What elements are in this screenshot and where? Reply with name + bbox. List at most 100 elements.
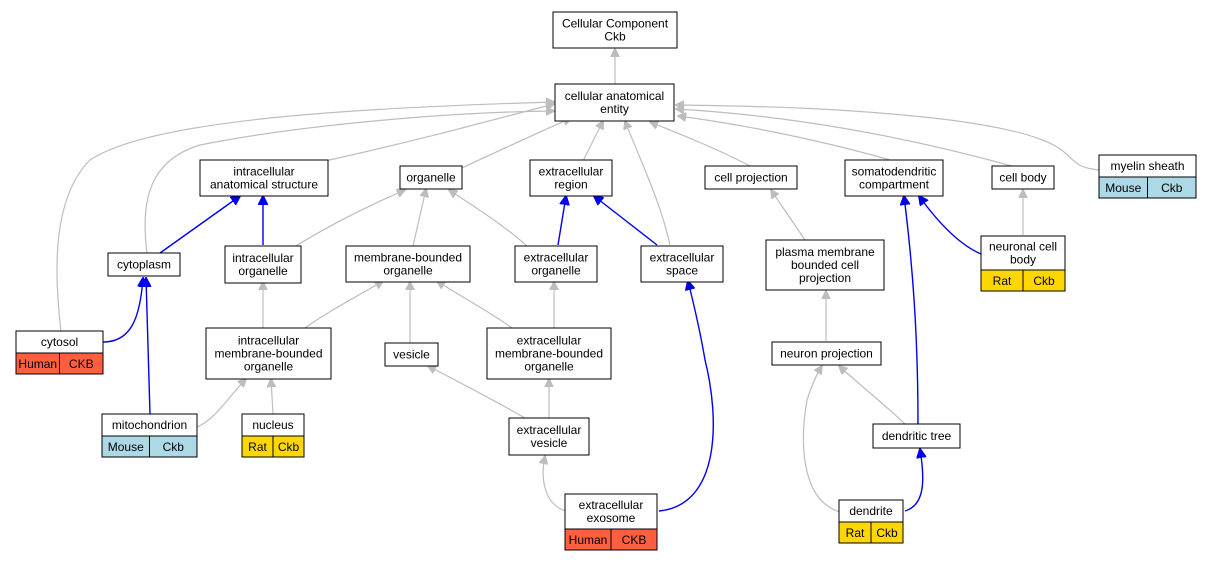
node-label-line: Cellular Component — [562, 17, 669, 31]
edge-dendrite-to-neuron-projection — [802, 366, 841, 513]
edge-organelle-to-entity — [461, 118, 571, 169]
edge-ext-mbo-to-membrane-bounded — [437, 281, 513, 329]
node-label-line: Ckb — [604, 30, 626, 44]
node-label-line: plasma membrane — [775, 245, 875, 259]
node-box — [199, 159, 329, 197]
edge-extracellular-region-to-entity — [582, 121, 603, 162]
edge-intracellular-mbo-to-membrane-bounded — [304, 281, 383, 329]
node-label-line: somatodendritic — [852, 165, 937, 179]
edge-neuronal-cell-body-part-of-somatodendritic — [919, 196, 982, 255]
node-label-line: organelle — [406, 171, 456, 185]
node-box — [399, 165, 463, 190]
edge-cytoplasm-to-entity — [144, 111, 554, 254]
node-box — [704, 165, 798, 190]
node-label-line: space — [666, 264, 698, 278]
edge-extracellular-organelle-to-organelle — [449, 190, 529, 248]
node-label-line: membrane-bounded — [495, 347, 603, 361]
edge-mitochondrion-part-of-cytoplasm — [146, 278, 150, 415]
node-label-line: dendritic tree — [882, 429, 952, 443]
node-label-line: neuronal cell — [989, 240, 1057, 254]
species-cell-label: Ckb — [278, 440, 300, 454]
node-neuron-projection[interactable]: neuron projection — [771, 341, 882, 366]
edge-extracellular-space-to-entity — [625, 121, 671, 246]
node-label-line: dendrite — [849, 504, 893, 518]
node-label-line: organelle — [238, 264, 288, 278]
species-cell — [1147, 176, 1197, 199]
node-label-line: extracellular — [524, 251, 589, 265]
node-cell-body[interactable]: cell body — [991, 165, 1055, 190]
node-label-line: organelle — [531, 264, 581, 278]
node-label-line: membrane-bounded — [354, 251, 462, 265]
node-box — [552, 11, 678, 49]
edge-dendritic-tree-to-neuron-projection — [839, 366, 906, 425]
species-cell-label: Mouse — [108, 440, 144, 454]
species-cell-label: CKB — [622, 533, 647, 547]
node-label-line: compartment — [859, 178, 930, 192]
node-label-line: extracellular — [539, 165, 604, 179]
node-box — [514, 245, 598, 283]
edge-cytoplasm-part-of-intracellular-structure — [159, 196, 240, 254]
node-cytoplasm[interactable]: cytoplasm — [107, 252, 181, 277]
node-label-line: intracellular — [233, 165, 294, 179]
edge-myelin-sheath-to-entity — [676, 105, 1100, 171]
node-cell-projection[interactable]: cell projection — [704, 165, 798, 190]
node-dendritic-tree[interactable]: dendritic tree — [872, 423, 961, 449]
edge-exosome-part-of-extracellular-space — [658, 281, 714, 512]
edge-intracellular-organelle-to-organelle — [293, 190, 405, 248]
node-box — [765, 239, 885, 291]
node-label-line: bounded cell — [791, 258, 859, 272]
edge-extracellular-organelle-part-of-extracellular-region — [557, 196, 566, 246]
node-box — [980, 235, 1066, 271]
species-cell — [1022, 269, 1066, 292]
edge-membrane-bounded-to-organelle — [412, 189, 426, 247]
edge-nucleus-to-intracellular-mbo — [271, 379, 273, 415]
node-vesicle[interactable]: vesicle — [384, 342, 439, 367]
node-organelle[interactable]: organelle — [399, 165, 463, 190]
node-label-line: intracellular — [238, 334, 299, 348]
species-cell-label: Rat — [846, 526, 865, 540]
node-label-line: projection — [799, 271, 851, 285]
node-box — [771, 341, 882, 366]
node-box — [384, 342, 439, 367]
node-box — [554, 83, 675, 122]
node-label-line: cytosol — [41, 335, 78, 349]
node-label-line: nucleus — [252, 418, 293, 432]
node-label-line: extracellular — [517, 423, 582, 437]
species-cell-label: Human — [569, 533, 608, 547]
edge-cell-projection-to-entity — [650, 122, 753, 168]
edge-cell-body-to-entity — [676, 109, 1020, 169]
node-label-line: mitochondrion — [112, 418, 187, 432]
node-label-line: myelin sheath — [1110, 159, 1184, 173]
node-label-line: organelle — [383, 264, 433, 278]
species-cell — [272, 435, 305, 458]
edge-dendritic-tree-part-of-somatodendritic — [904, 196, 919, 425]
node-label-line: cellular anatomical — [565, 89, 664, 103]
species-cell — [610, 528, 658, 551]
node-box — [205, 327, 332, 380]
node-label-line: vesicle — [531, 436, 568, 450]
node-label-line: anatomical structure — [210, 178, 318, 192]
species-cell-label: Ckb — [163, 440, 185, 454]
node-box — [508, 417, 590, 456]
